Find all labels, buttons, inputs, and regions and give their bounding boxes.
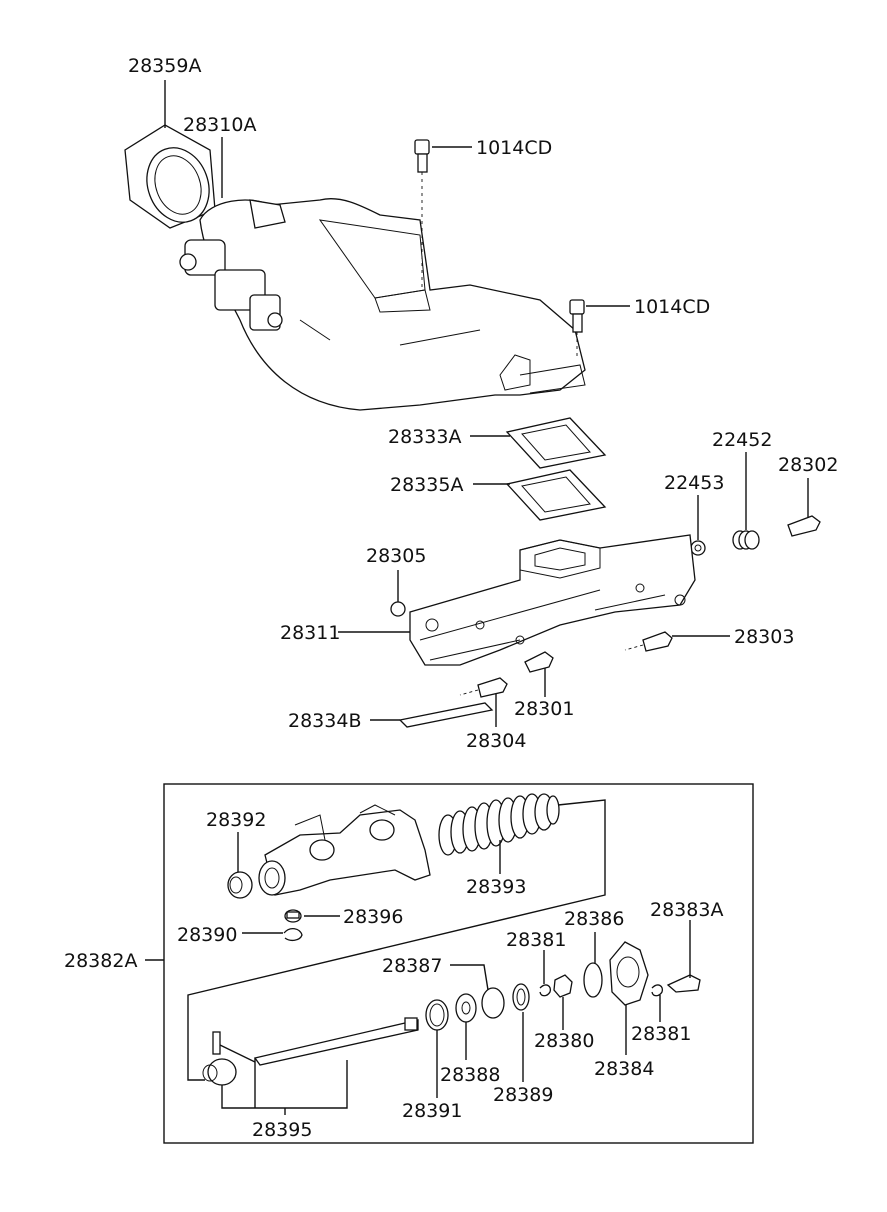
label-28334B: 28334B [288, 710, 361, 732]
label-28311: 28311 [280, 622, 340, 644]
bolt-1014CD-mid [569, 299, 585, 360]
label-28390: 28390 [177, 924, 237, 946]
nut-28380 [553, 974, 573, 998]
clip-28381-top [539, 984, 552, 997]
clip-28390 [283, 928, 303, 942]
intake-manifold-28311 [409, 534, 696, 666]
bolt-28303 [624, 631, 673, 652]
label-28305: 28305 [366, 545, 426, 567]
cover-28384 [609, 941, 649, 1006]
label-28384: 28384 [594, 1058, 654, 1080]
intake-plenum-28310A [179, 198, 586, 411]
o-rings-22452 [732, 530, 760, 550]
cylinder-body [258, 804, 431, 896]
label-28386: 28386 [564, 908, 624, 930]
gasket-28386 [583, 962, 603, 998]
label-28381-bottom: 28381 [631, 1023, 691, 1045]
label-28391: 28391 [402, 1100, 462, 1122]
bolt-28301 [524, 651, 554, 673]
leader-lines-bottom [145, 799, 691, 1115]
label-28388: 28388 [440, 1064, 500, 1086]
label-28393: 28393 [466, 876, 526, 898]
gasket-28335A [505, 469, 607, 521]
part-labels: 28359A 28310A 1014CD 1014CD 28333A 28335… [64, 55, 838, 1141]
label-28389: 28389 [493, 1084, 553, 1106]
label-28301: 28301 [514, 698, 574, 720]
bolt-28302 [787, 515, 821, 537]
clip-28381-bottom [651, 984, 664, 997]
label-28387: 28387 [382, 955, 442, 977]
label-22453: 22453 [664, 472, 724, 494]
label-28392: 28392 [206, 809, 266, 831]
label-28382A: 28382A [64, 950, 137, 972]
valve-28396 [284, 909, 302, 923]
label-28381-top: 28381 [506, 929, 566, 951]
o-ring-22453 [690, 540, 706, 556]
label-1014CD-mid: 1014CD [634, 296, 710, 318]
plug-28305 [390, 601, 406, 617]
label-28302: 28302 [778, 454, 838, 476]
label-1014CD-top: 1014CD [476, 137, 552, 159]
gasket-28334B [398, 702, 494, 728]
label-28395: 28395 [252, 1119, 312, 1141]
label-28310A: 28310A [183, 114, 256, 136]
pushrod-28395 [202, 1017, 419, 1086]
boot-28393 [438, 793, 560, 856]
label-22452: 22452 [712, 429, 772, 451]
label-28396: 28396 [343, 906, 403, 928]
leader-lines-top [164, 80, 809, 727]
piston-28387 [481, 987, 505, 1019]
label-28359A: 28359A [128, 55, 201, 77]
label-28380: 28380 [534, 1030, 594, 1052]
cap-28392 [227, 871, 253, 899]
label-28304: 28304 [466, 730, 526, 752]
seal-28391 [425, 999, 449, 1031]
bolt-28304 [459, 677, 508, 698]
label-28383A: 28383A [650, 899, 723, 921]
label-28333A: 28333A [388, 426, 461, 448]
bolt-28383A [666, 974, 701, 993]
label-28335A: 28335A [390, 474, 463, 496]
spacer-28388 [455, 993, 477, 1023]
gasket-28333A [505, 417, 607, 469]
inset-box-28382A [163, 783, 754, 1144]
ring-28389 [512, 983, 530, 1011]
bolt-1014CD-top [414, 139, 430, 290]
label-28303: 28303 [734, 626, 794, 648]
